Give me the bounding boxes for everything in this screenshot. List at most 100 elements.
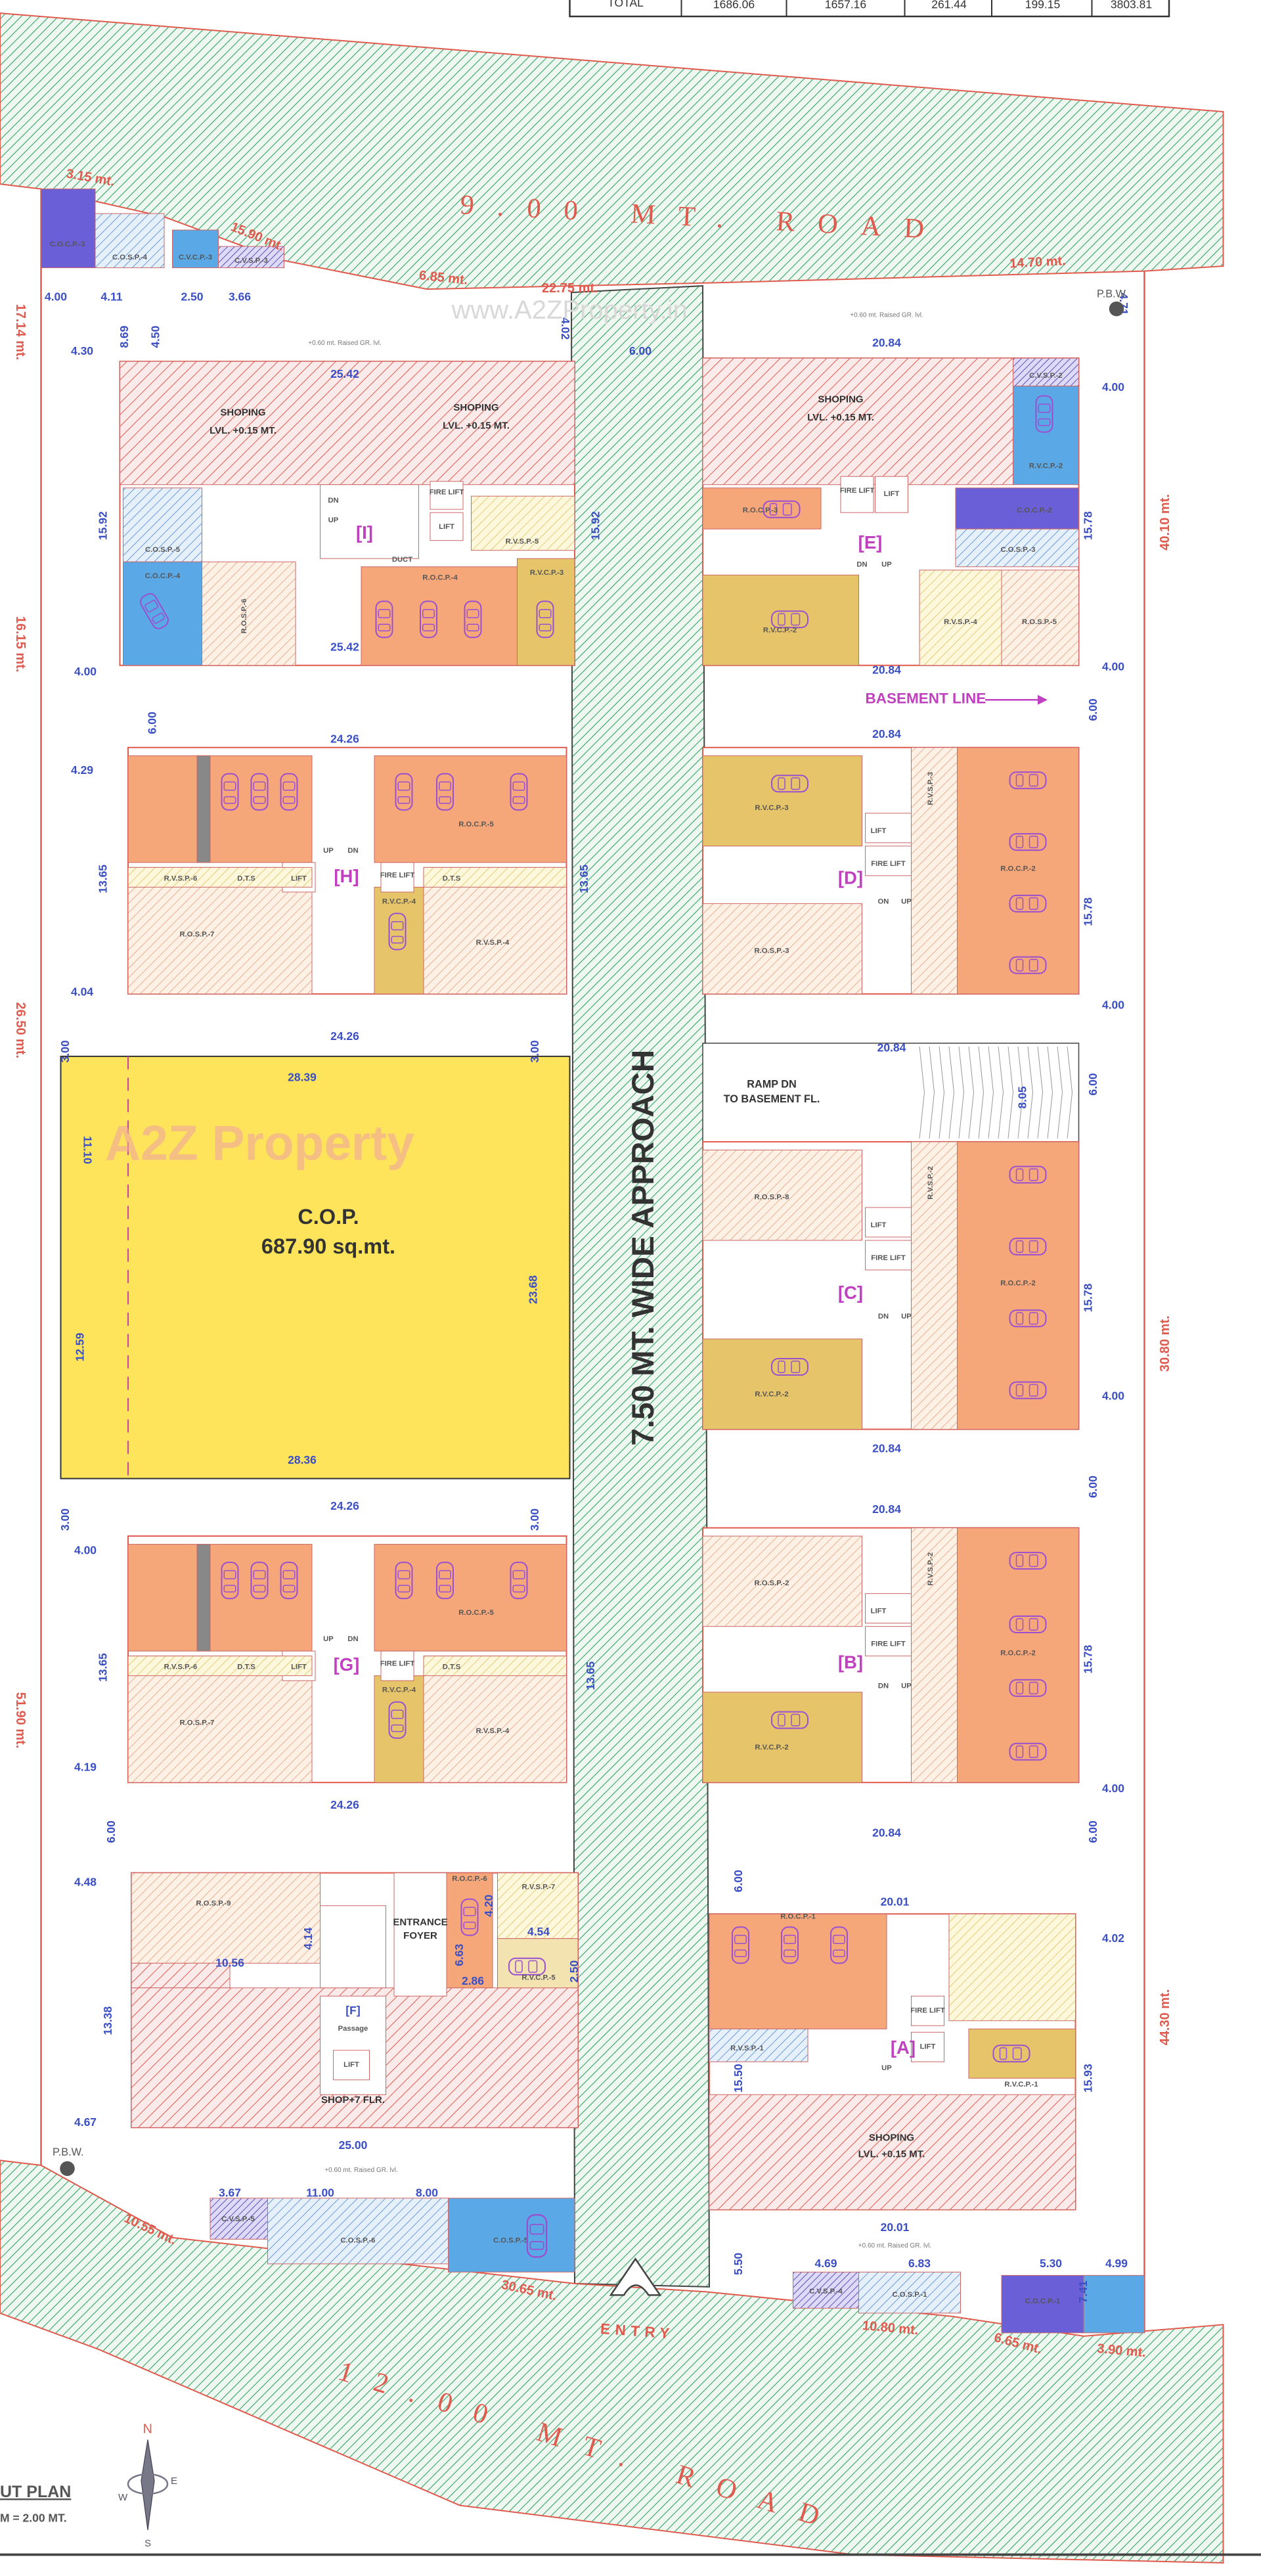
cell-label: DN — [328, 497, 338, 505]
cell-label: R.O.S.P.-3 — [755, 947, 789, 955]
watermark-brand: A2Z Property — [105, 1115, 414, 1170]
ramp-lines — [919, 1046, 1073, 1139]
plan-dimension: 5.30 — [1040, 2257, 1062, 2270]
ramp-line — [1057, 1046, 1063, 1093]
parking-pocket — [218, 246, 284, 269]
pbw-label: P.B.W. — [53, 2146, 84, 2158]
cell-label: FIRE LIFT — [871, 1254, 906, 1262]
plan-dimension: 8.69 — [118, 325, 131, 348]
boundary-dimension: 16.15 mt. — [13, 616, 28, 673]
table-cell: 1686.06 — [713, 0, 755, 11]
boundary-dimension: 26.50 mt. — [13, 1002, 28, 1058]
ramp-line — [1047, 1046, 1053, 1093]
plan-dimension: 20.84 — [872, 336, 901, 350]
cell-label: 4.20 — [482, 1894, 495, 1916]
cell-label: SHOPING — [453, 402, 498, 413]
plan-dimension: 15.78 — [1082, 897, 1095, 926]
plan-cell — [968, 2028, 1076, 2079]
cell-label: [E] — [858, 532, 883, 553]
plan-cell — [919, 570, 1002, 666]
cell-label: FIRE LIFT — [380, 871, 415, 879]
plan-cell — [127, 867, 313, 995]
plan-cell — [865, 813, 912, 844]
plan-dimension: 20.84 — [872, 727, 901, 740]
plan-cell — [423, 867, 567, 995]
boundary-dimension: 14.70 mt. — [1009, 254, 1067, 271]
ramp-line — [1057, 1092, 1063, 1139]
cell-label: Passage — [338, 2025, 368, 2033]
cell-label: R.O.S.P.-2 — [755, 1579, 789, 1587]
plan-cell — [374, 886, 424, 995]
ramp: RAMP DN TO BASEMENT FL. — [702, 1043, 1080, 1142]
parking-pocket — [41, 189, 96, 269]
ramp-label: RAMP DN — [747, 1078, 797, 1090]
plan-cell — [374, 755, 567, 863]
plan-dimension: 7.41 — [1076, 2280, 1090, 2303]
cell-label: [G] — [334, 1654, 360, 1675]
plan-cell — [1001, 570, 1079, 666]
plan-cell — [911, 1141, 958, 1430]
cell-label: SHOPING — [818, 394, 863, 405]
cell-label: R.O.C.P.-3 — [743, 507, 778, 514]
plan-dimension: 28.39 — [288, 1070, 317, 1083]
plan-cell — [865, 1626, 912, 1657]
plan-dimension: 4.00 — [1102, 998, 1124, 1011]
plan-dimension: 15.78 — [1082, 1644, 1095, 1673]
plan-dimension: 4.19 — [74, 1761, 97, 1774]
plan-cell — [702, 903, 862, 995]
cell-label: LIFT — [920, 2043, 936, 2050]
cell-label: LIFT — [871, 1608, 887, 1616]
plan-cell — [865, 1207, 912, 1238]
plan-cell — [320, 1995, 386, 2095]
cell-label: D.T.S — [237, 874, 255, 882]
cell-label: R.V.C.P.-2 — [755, 1391, 788, 1399]
cell-label: DN — [878, 1313, 889, 1321]
plan-cell — [955, 487, 1079, 530]
cell-label: R.O.C.P.-6 — [452, 1875, 487, 1883]
plan-dimension: 4.04 — [71, 985, 93, 998]
plan-dimension: 3.00 — [58, 1508, 72, 1531]
plan-cell — [702, 1149, 862, 1241]
plan-dimension: 20.84 — [872, 1442, 901, 1455]
plan-dimension: 4.00 — [1102, 380, 1124, 394]
compass-e: E — [171, 2475, 177, 2487]
parking-pocket — [95, 213, 165, 269]
plan-cell — [471, 495, 575, 551]
plan-cell — [430, 512, 464, 541]
cell-label: ON — [878, 897, 889, 905]
cell-label: DN — [878, 1682, 889, 1690]
cell-label: UP — [881, 561, 892, 569]
pbw-marker — [60, 2161, 75, 2177]
cop-label: C.O.P. — [298, 1205, 359, 1229]
plan-dimension: 13.65 — [97, 865, 110, 893]
ramp-line — [968, 1046, 974, 1093]
cell-label: R.V.C.P.-3 — [530, 569, 564, 577]
cell-label: DUCT — [392, 556, 412, 564]
cell-label: DN — [347, 847, 358, 855]
plan-cell — [1013, 386, 1079, 486]
cell-label: R.O.C.P.-5 — [458, 821, 494, 828]
plan-cell — [911, 2031, 944, 2062]
basement-line-label: BASEMENT LINE — [866, 690, 986, 706]
cell-label: LVL. +0.15 MT. — [210, 425, 277, 436]
cell-label: LIFT — [871, 827, 887, 835]
cell-label: FIRE LIFT — [871, 860, 906, 868]
ramp-line — [919, 1046, 925, 1093]
plan-dimension: 4.67 — [74, 2115, 97, 2129]
cell-label: R.O.S.P.-7 — [180, 930, 215, 938]
cell-label: FIRE LIFT — [430, 489, 464, 497]
cell-label: C.V.S.P.-2 — [1029, 372, 1063, 380]
plan-title: UT PLAN — [0, 2483, 71, 2501]
pocket-label: C.V.S.P.-5 — [221, 2215, 255, 2223]
parking-pocket — [210, 2198, 268, 2240]
ramp-line — [1017, 1092, 1023, 1139]
plan-dimension: 4.00 — [45, 290, 67, 304]
cell-label: R.O.C.P.-2 — [1000, 1649, 1036, 1657]
ramp-line — [958, 1092, 964, 1139]
parking-pocket — [1001, 2274, 1084, 2334]
